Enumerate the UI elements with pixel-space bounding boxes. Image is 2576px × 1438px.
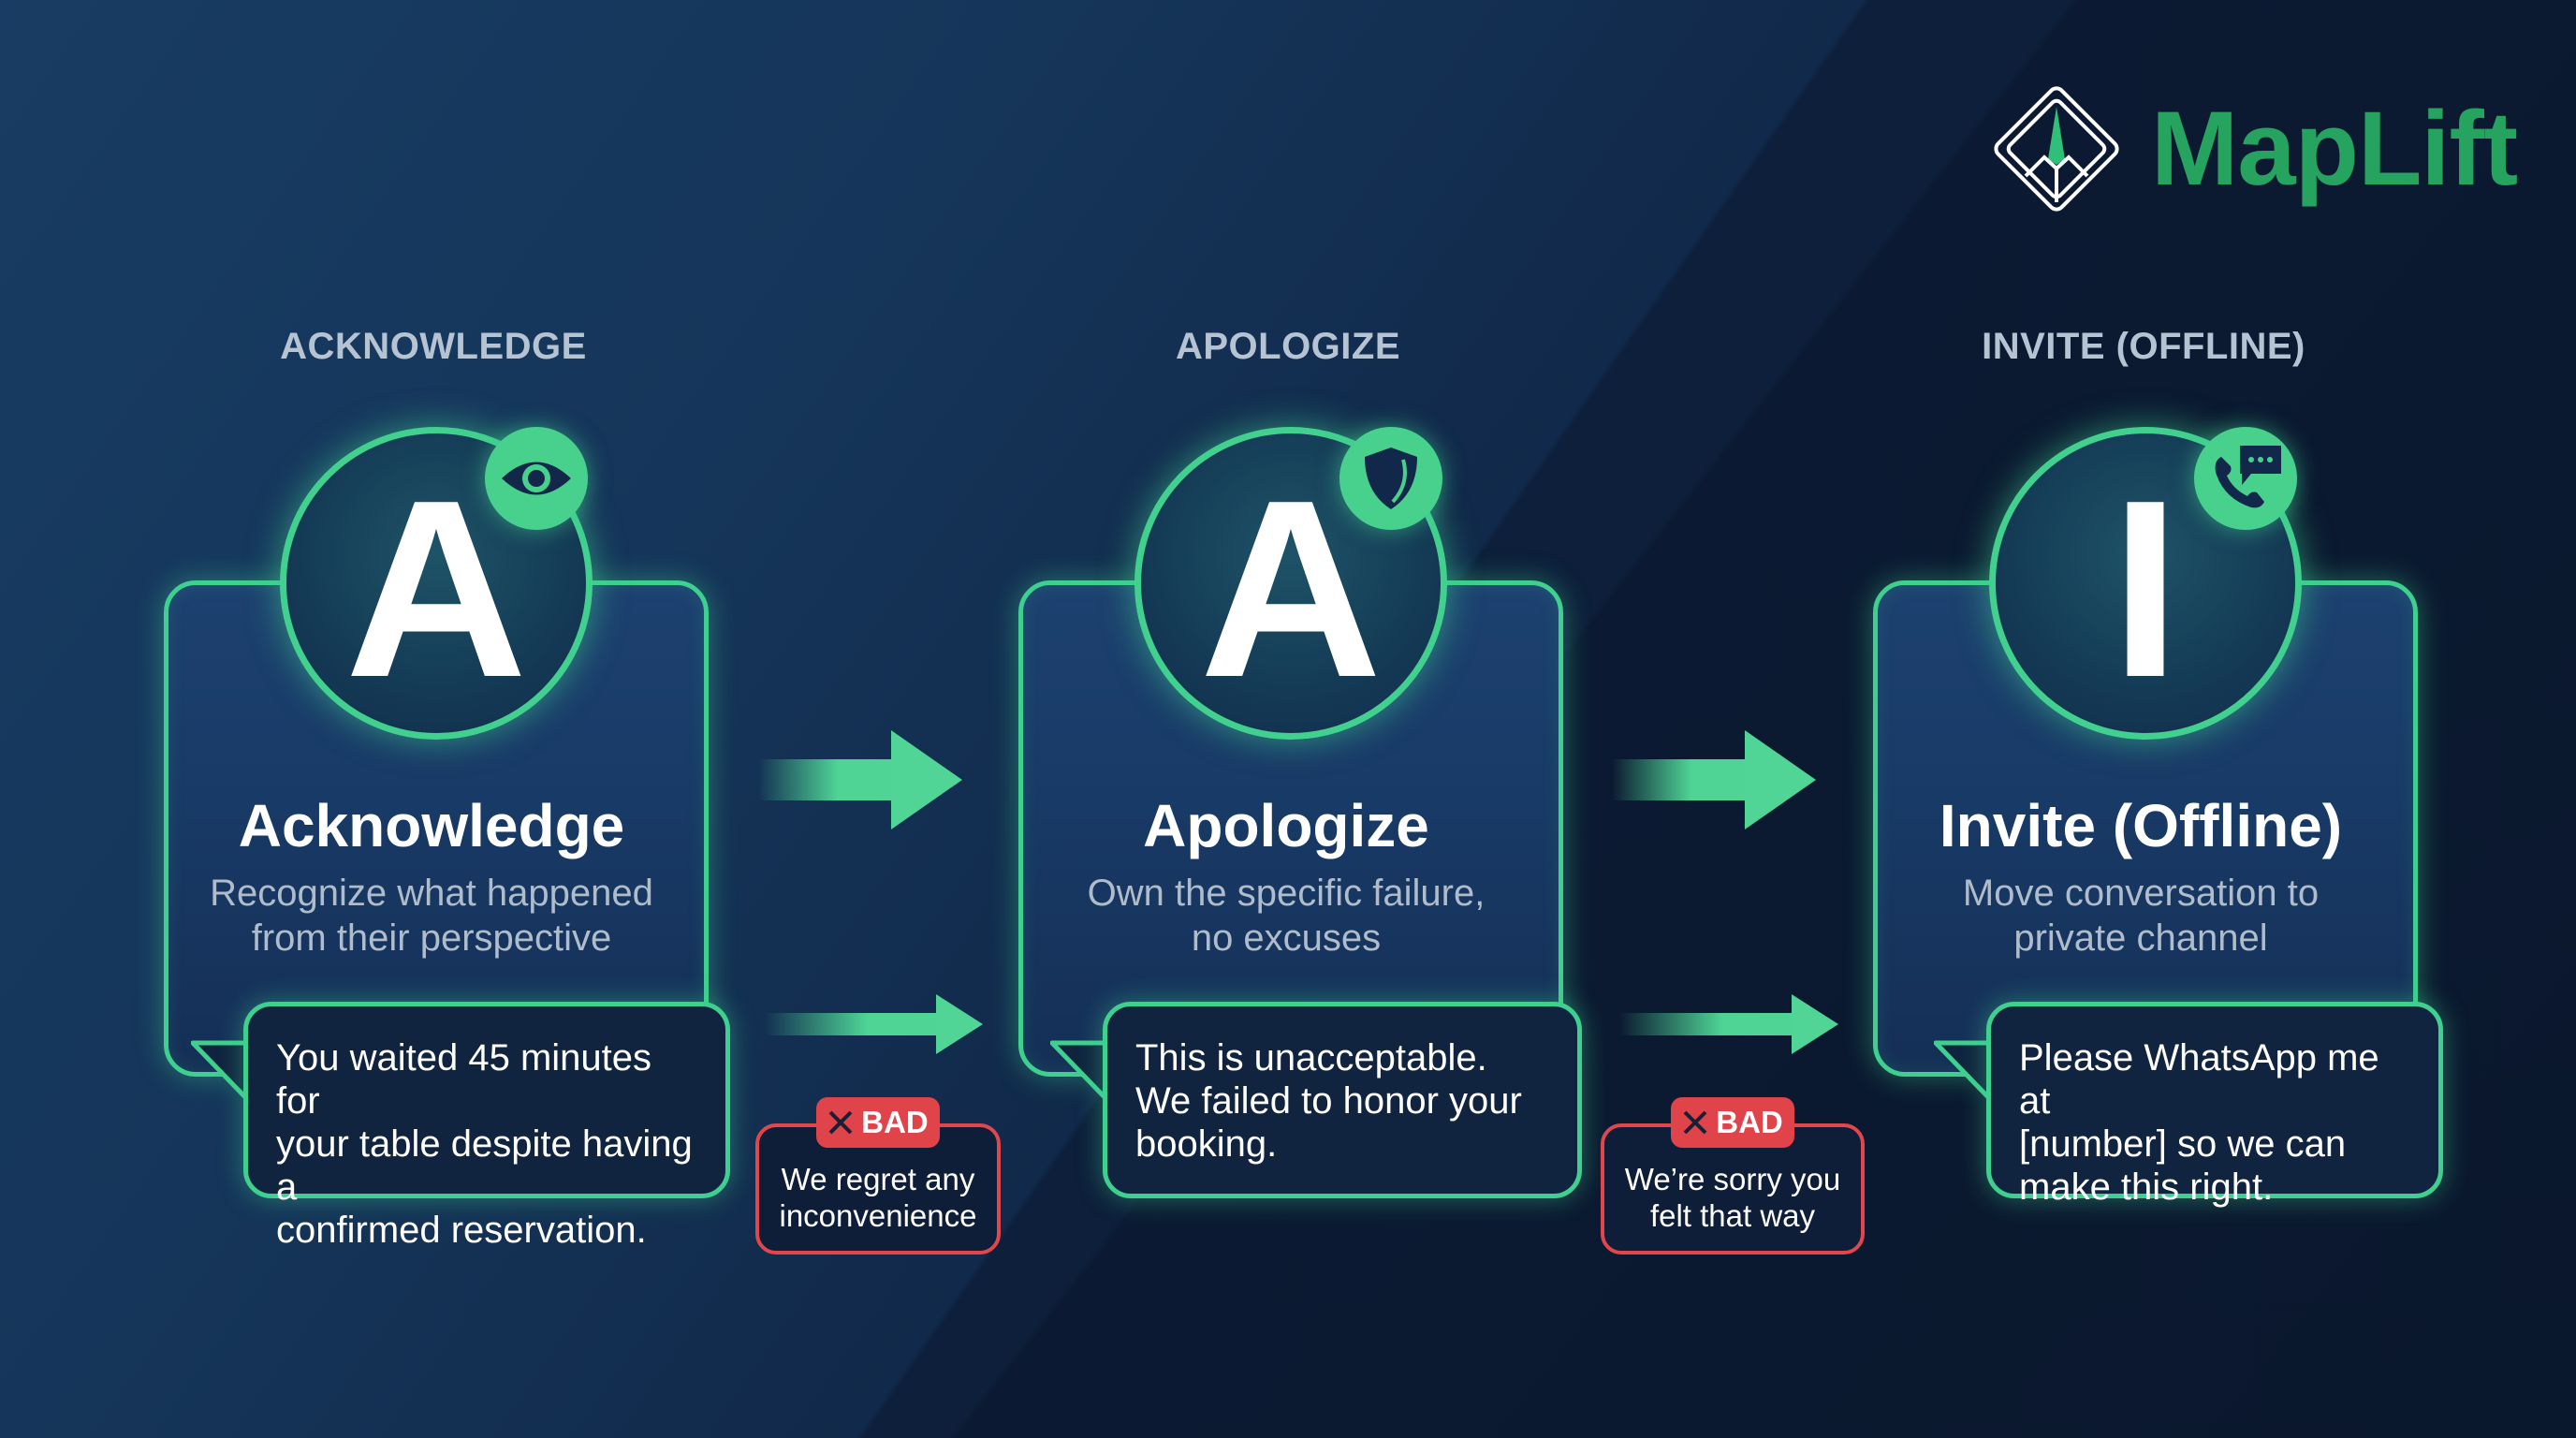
eye-badge (485, 427, 588, 530)
step-label-invite: INVITE (OFFLINE) (1982, 326, 2305, 367)
step-description: Move conversation to private channel (1873, 871, 2408, 961)
eye-icon (502, 462, 571, 495)
phone-chat-badge (2194, 427, 2297, 530)
example-line: You waited 45 minutes for (276, 1037, 652, 1122)
arrow-right-icon (1619, 994, 1838, 1054)
bad-tag: BAD (816, 1097, 940, 1148)
desc-line: Recognize what happened (210, 873, 653, 914)
step-title: Acknowledge (238, 792, 625, 859)
example-line: [number] so we can (2019, 1123, 2347, 1165)
shield-icon (1365, 448, 1417, 509)
good-example-bubble: You waited 45 minutes for your table des… (243, 1002, 730, 1251)
bad-example-box: We’re sorry you felt that way (1601, 1123, 1865, 1255)
bad-example-line: felt that way (1649, 1198, 1816, 1233)
bad-tag: BAD (1671, 1097, 1794, 1148)
step-label-acknowledge: ACKNOWLEDGE (280, 326, 587, 367)
example-line: This is unacceptable. (1135, 1037, 1487, 1078)
arrow-right-icon (1612, 730, 1816, 829)
step-letter: I (2110, 448, 2181, 730)
good-example-bubble: This is unacceptable. We failed to honor… (1103, 1002, 1582, 1198)
bad-example-line: We regret any (781, 1162, 975, 1196)
step-title: Apologize (1143, 792, 1429, 859)
step-label-apologize: APOLOGIZE (1175, 326, 1401, 367)
bad-tag-label: BAD (861, 1105, 929, 1139)
bad-tag-label: BAD (1716, 1105, 1783, 1139)
bad-example-line: We’re sorry you (1624, 1162, 1841, 1196)
example-line: confirmed reservation. (276, 1210, 647, 1251)
shield-badge (1339, 427, 1442, 530)
example-line: your table despite having a (276, 1123, 693, 1208)
example-line: booking. (1135, 1123, 1278, 1165)
step-description: Recognize what happened from their persp… (164, 871, 699, 961)
example-line: We failed to honor your (1135, 1080, 1522, 1122)
good-example-bubble: Please WhatsApp me at [number] so we can… (1986, 1002, 2443, 1208)
arrow-right-icon (764, 994, 983, 1054)
desc-line: private channel (2013, 917, 2268, 959)
brand-logo: MapLift (1986, 79, 2518, 219)
desc-line: from their perspective (251, 917, 612, 959)
desc-line: no excuses (1191, 917, 1382, 959)
diamond-mountain-logo-icon (1994, 86, 2119, 212)
example-line: make this right. (2019, 1167, 2274, 1208)
x-icon (828, 1110, 853, 1135)
desc-line: Own the specific failure, (1087, 873, 1486, 914)
step-title: Invite (Offline) (1939, 792, 2343, 859)
bad-example-line: inconvenience (779, 1198, 977, 1233)
brand-name: MapLift (2151, 90, 2518, 207)
step-description: Own the specific failure, no excuses (1018, 871, 1554, 961)
example-line: Please WhatsApp me at (2019, 1037, 2379, 1122)
x-icon (1683, 1110, 1707, 1135)
desc-line: Move conversation to (1962, 873, 2320, 914)
phone-chat-icon (2215, 446, 2281, 508)
arrow-right-icon (758, 730, 962, 829)
